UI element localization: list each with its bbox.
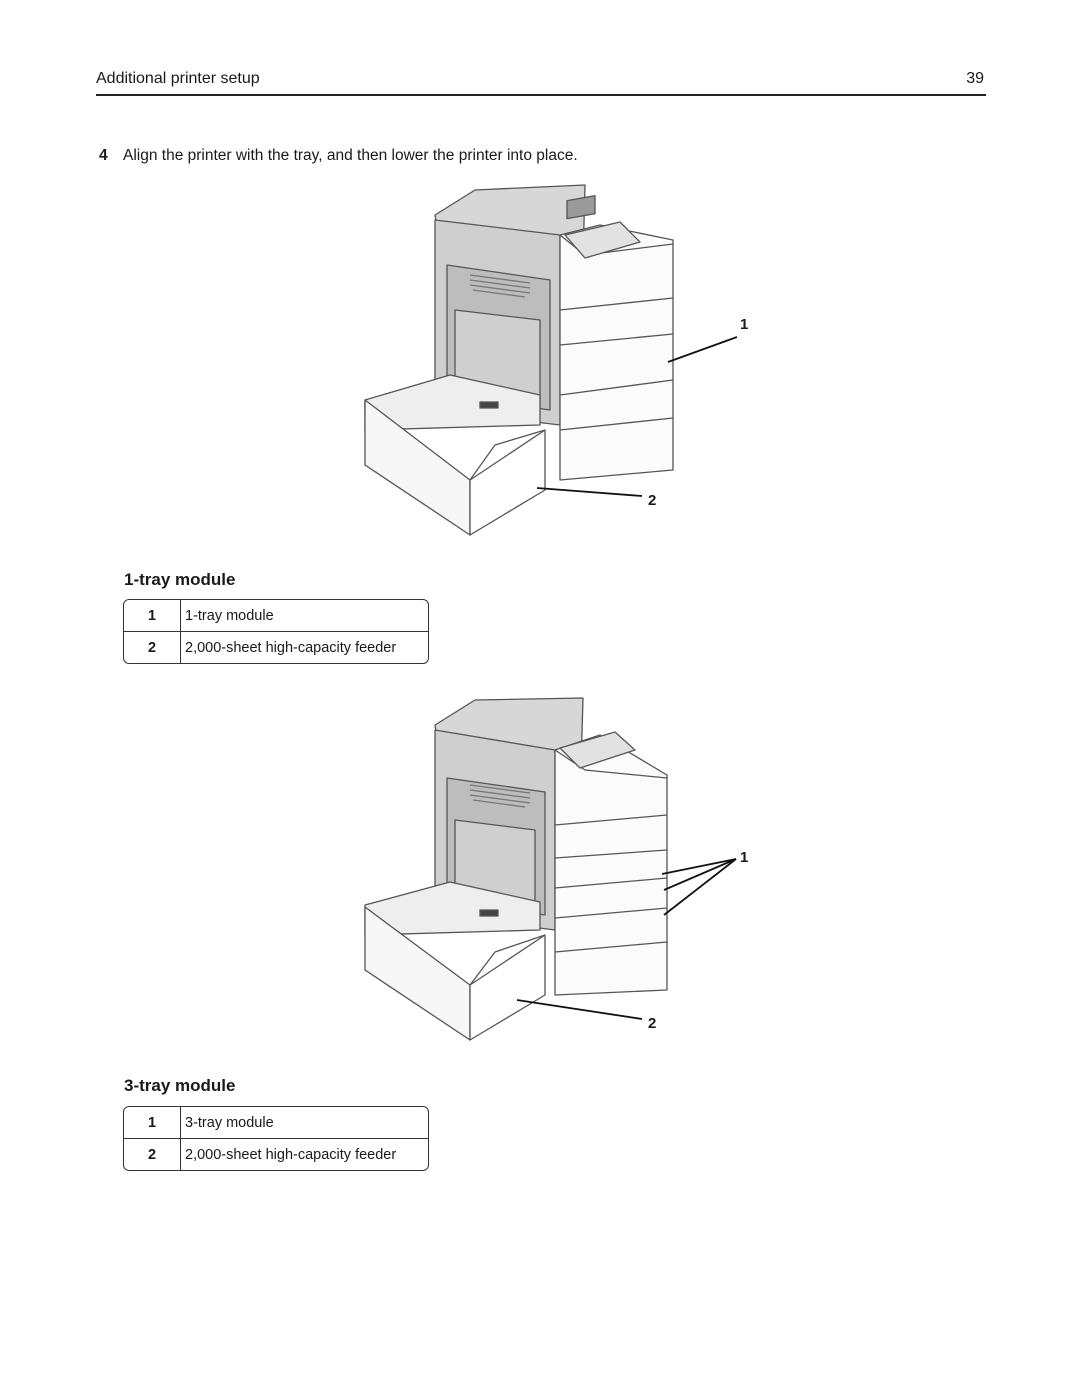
- legend-number: 1: [124, 1107, 181, 1139]
- page-number: 39: [966, 70, 984, 87]
- printer-illustration-3-tray: [364, 697, 668, 1041]
- step-number: 4: [99, 147, 108, 164]
- legend-label: 3-tray module: [181, 1107, 428, 1139]
- step-instruction: 4 Align the printer with the tray, and th…: [99, 147, 578, 165]
- legend-label: 2,000-sheet high-capacity feeder: [185, 639, 397, 656]
- legend-number: 1: [124, 600, 181, 632]
- legend-label: 2,000-sheet high-capacity feeder: [185, 1146, 397, 1163]
- table-row: 2 2,000-sheet high-capacity feeder: [124, 1139, 428, 1170]
- printer-illustration-1-tray: [364, 184, 674, 536]
- figure-caption-3-tray: 3-tray module: [124, 1076, 236, 1095]
- step-text: Align the printer with the tray, and the…: [123, 147, 578, 164]
- callout-1-fig2: 1: [740, 849, 749, 866]
- legend-table-1-tray: 1 1-tray module 2 2,000-sheet high-capac…: [123, 599, 429, 664]
- table-row: 2 2,000-sheet high-capacity feeder: [124, 632, 428, 663]
- callout-2-fig2: 2: [648, 1015, 657, 1032]
- callout-1-fig1: 1: [740, 316, 749, 333]
- legend-table-3-tray: 1 3-tray module 2 2,000-sheet high-capac…: [123, 1106, 429, 1171]
- table-row: 1 3-tray module: [124, 1107, 428, 1139]
- legend-label: 1-tray module: [181, 600, 428, 632]
- figure-caption-1-tray: 1-tray module: [124, 570, 236, 589]
- legend-number: 2: [124, 1139, 181, 1170]
- legend-number: 2: [124, 632, 181, 663]
- page-header: Additional printer setup 39: [96, 70, 986, 96]
- callout-2-fig1: 2: [648, 492, 657, 509]
- section-title: Additional printer setup: [96, 70, 260, 87]
- table-row: 1 1-tray module: [124, 600, 428, 632]
